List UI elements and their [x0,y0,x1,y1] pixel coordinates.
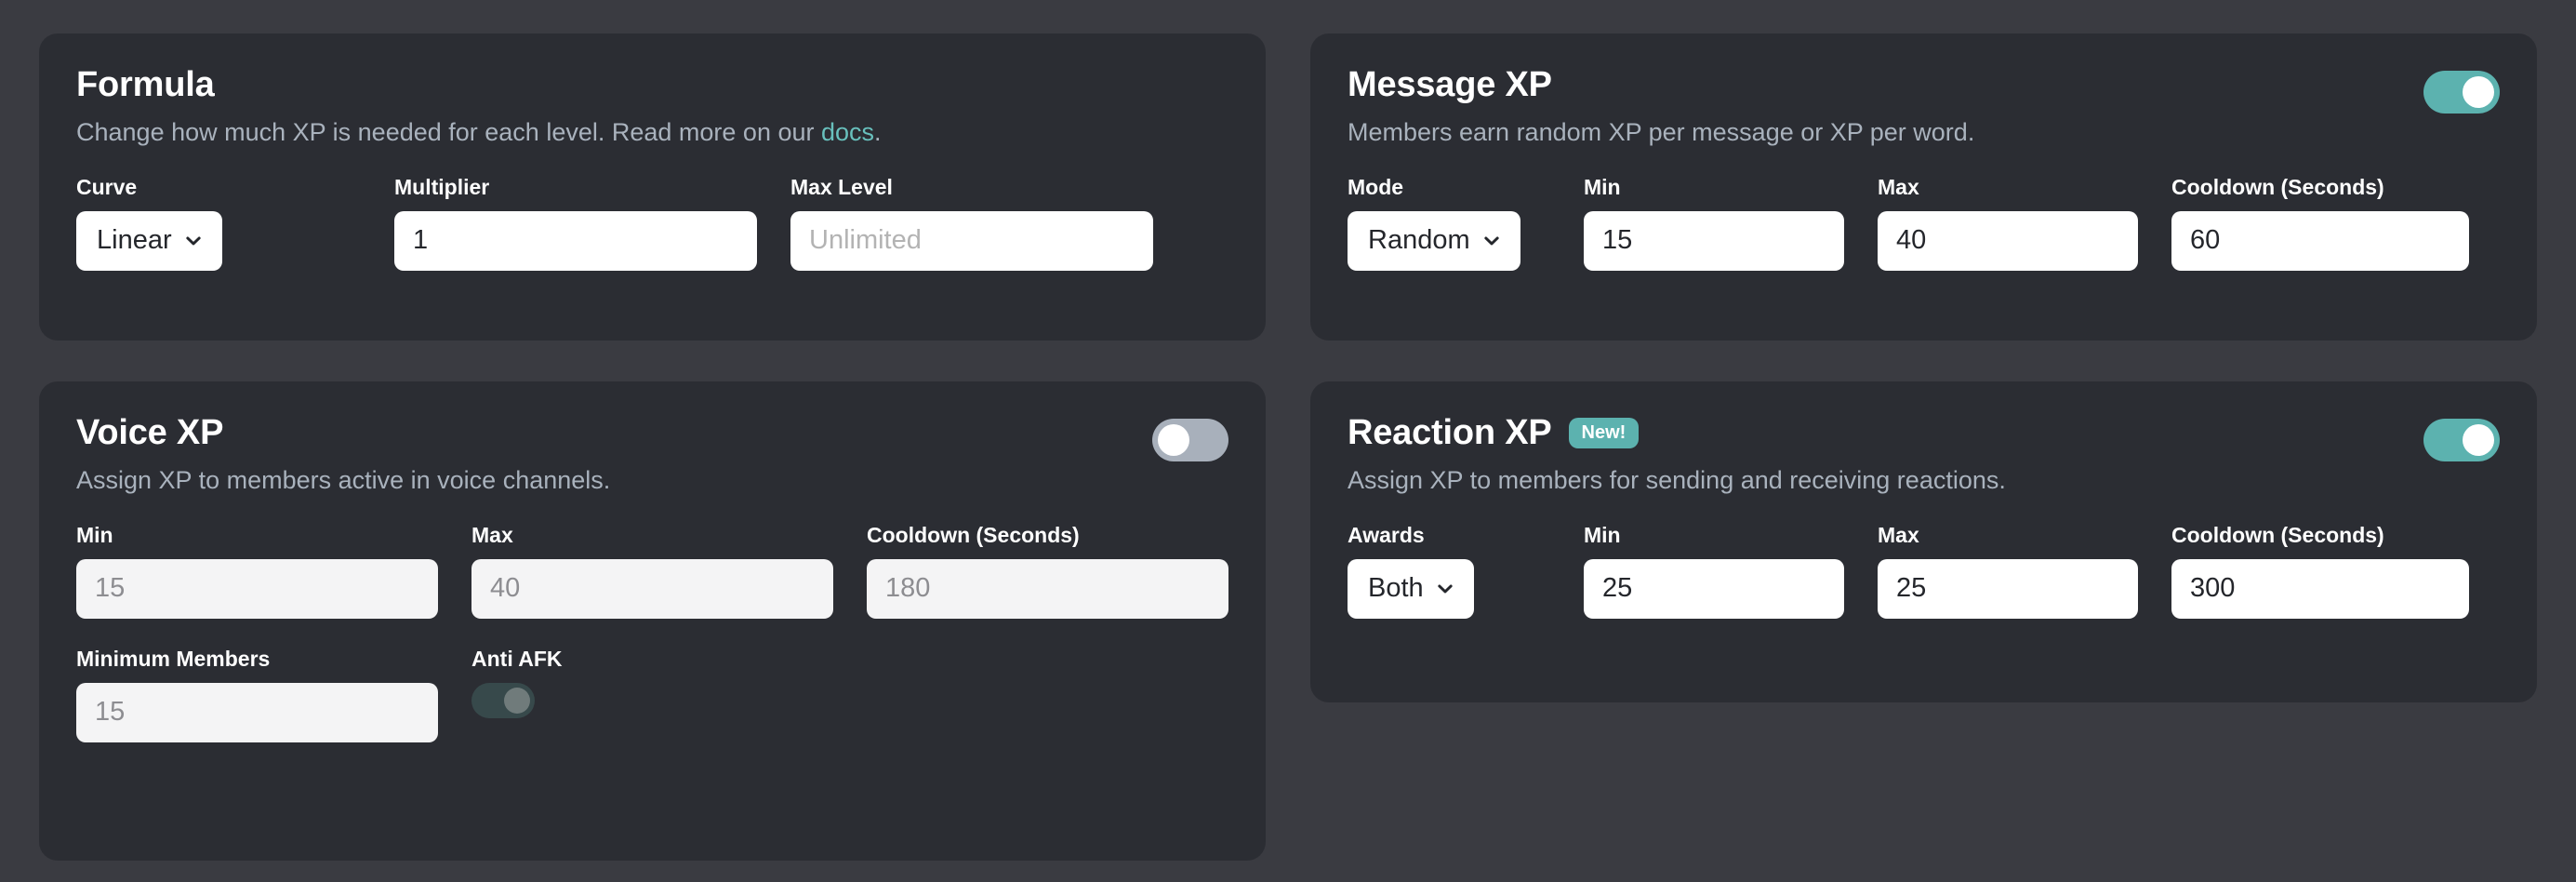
awards-label: Awards [1348,522,1425,547]
reaction-xp-title: Reaction XP [1348,413,1552,452]
formula-title-group: Formula [76,65,882,104]
field-voice-cooldown: Cooldown (Seconds) [867,523,1228,619]
reaction-xp-card-header: Reaction XP New! Assign XP to members fo… [1348,413,2500,497]
mode-select-value: Random [1368,225,1470,256]
voice-xp-title: Voice XP [76,413,224,452]
field-max-level: Max Level [790,175,1153,271]
field-mode: Mode Random [1348,175,1550,271]
message-xp-card-header: Message XP Members earn random XP per me… [1348,65,2500,149]
field-minimum-members: Minimum Members [76,647,438,742]
voice-max-label: Max [471,522,513,547]
voice-min-label: Min [76,522,113,547]
max-level-input[interactable] [790,210,1153,271]
voice-xp-card: Voice XP Assign XP to members active in … [39,381,1266,861]
reaction-xp-card: Reaction XP New! Assign XP to members fo… [1310,381,2537,702]
mode-label: Mode [1348,174,1404,199]
anti-afk-toggle[interactable] [471,682,535,718]
minimum-members-label: Minimum Members [76,646,271,671]
message-max-label: Max [1878,174,1919,199]
reaction-min-label: Min [1584,522,1621,547]
field-multiplier: Multiplier [394,175,757,271]
field-voice-min: Min [76,523,438,619]
max-level-label: Max Level [790,174,893,199]
message-xp-description: Members earn random XP per message or XP… [1348,117,1975,146]
formula-card: Formula Change how much XP is needed for… [39,33,1266,341]
message-cooldown-input[interactable] [2171,210,2469,271]
field-curve: Curve Linear [76,175,361,271]
voice-xp-description: Assign XP to members active in voice cha… [76,465,611,494]
field-anti-afk: Anti AFK [471,647,833,742]
message-cooldown-label: Cooldown (Seconds) [2171,174,2384,199]
reaction-xp-toggle[interactable] [2423,419,2500,461]
formula-card-header: Formula Change how much XP is needed for… [76,65,1228,149]
voice-max-input[interactable] [471,558,833,619]
voice-cooldown-input[interactable] [867,558,1228,619]
toggle-knob [2463,424,2494,456]
message-xp-card: Message XP Members earn random XP per me… [1310,33,2537,341]
toggle-knob [504,687,530,714]
field-message-min: Min [1584,175,1844,271]
minimum-members-input[interactable] [76,682,438,742]
formula-description: Change how much XP is needed for each le… [76,117,882,149]
field-reaction-min: Min [1584,523,1844,619]
message-xp-title-group: Message XP [1348,65,1974,104]
multiplier-input[interactable] [394,210,757,271]
field-message-cooldown: Cooldown (Seconds) [2171,175,2469,271]
voice-xp-fields-row-2: Minimum Members Anti AFK [76,647,1228,742]
message-max-input[interactable] [1878,210,2138,271]
mode-select[interactable]: Random [1348,210,1520,271]
reaction-min-input[interactable] [1584,558,1844,619]
reaction-cooldown-input[interactable] [2171,558,2469,619]
field-message-max: Max [1878,175,2138,271]
curve-select[interactable]: Linear [76,210,222,271]
reaction-cooldown-label: Cooldown (Seconds) [2171,522,2384,547]
message-min-label: Min [1584,174,1621,199]
chevron-down-icon [1483,233,1500,249]
field-reaction-cooldown: Cooldown (Seconds) [2171,523,2469,619]
curve-label: Curve [76,174,138,199]
message-xp-toggle[interactable] [2423,71,2500,114]
message-xp-title: Message XP [1348,65,1552,104]
formula-fields: Curve Linear Multiplier Max Level [76,175,1228,271]
reaction-xp-description: Assign XP to members for sending and rec… [1348,465,2006,494]
voice-xp-fields-row-1: Min Max Cooldown (Seconds) [76,523,1228,619]
docs-link[interactable]: docs [820,117,875,146]
chevron-down-icon [1437,581,1454,597]
formula-description-period: . [874,117,882,146]
reaction-xp-fields: Awards Both Min Max [1348,523,2500,619]
message-min-input[interactable] [1584,210,1844,271]
voice-cooldown-label: Cooldown (Seconds) [867,522,1080,547]
awards-select[interactable]: Both [1348,558,1474,619]
anti-afk-label: Anti AFK [471,646,563,671]
field-voice-max: Max [471,523,833,619]
field-awards: Awards Both [1348,523,1550,619]
awards-select-value: Both [1368,573,1424,604]
reaction-max-label: Max [1878,522,1919,547]
toggle-knob [2463,76,2494,108]
chevron-down-icon [185,233,202,249]
formula-title: Formula [76,65,215,104]
new-badge: New! [1568,418,1640,449]
reaction-max-input[interactable] [1878,558,2138,619]
voice-xp-card-header: Voice XP Assign XP to members active in … [76,413,1228,497]
voice-xp-toggle[interactable] [1152,419,1228,461]
toggle-knob [1158,424,1189,456]
multiplier-label: Multiplier [394,174,490,199]
field-reaction-max: Max [1878,523,2138,619]
voice-min-input[interactable] [76,558,438,619]
reaction-xp-title-group: Reaction XP New! [1348,413,2006,452]
formula-description-text: Change how much XP is needed for each le… [76,117,821,146]
voice-xp-title-group: Voice XP [76,413,610,452]
curve-select-value: Linear [97,225,172,256]
message-xp-fields: Mode Random Min Max [1348,175,2500,271]
